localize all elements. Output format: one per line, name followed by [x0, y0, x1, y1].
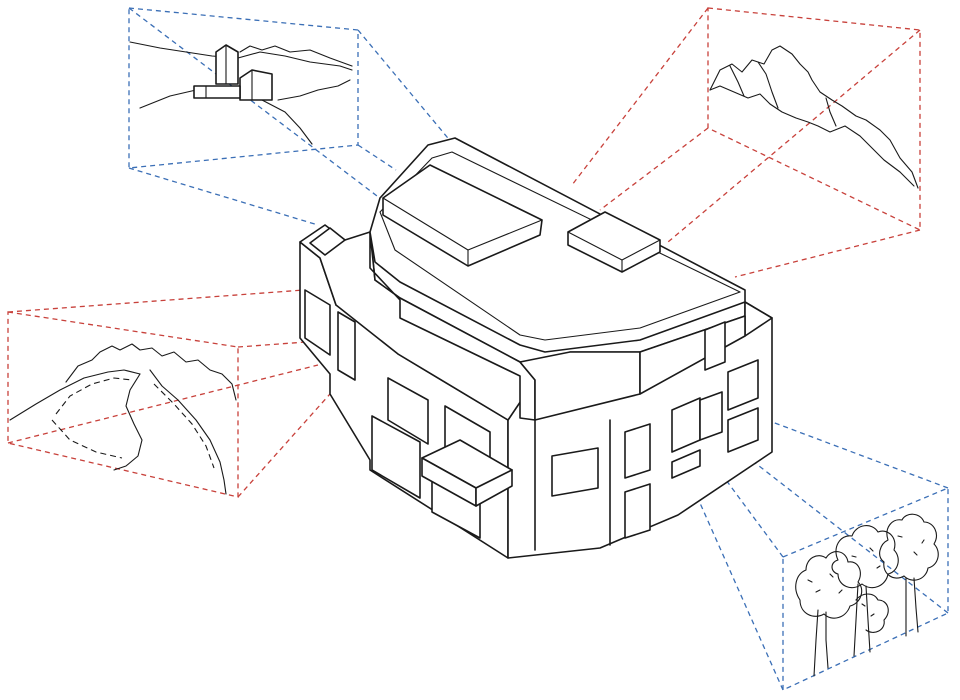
rooftop-box-large — [382, 164, 543, 267]
building-axonometric — [299, 137, 773, 559]
view-cone-mountain — [571, 7, 921, 278]
rooftop-box-small — [567, 211, 661, 273]
valley-road-sketch — [9, 343, 237, 495]
view-cone-castle — [128, 7, 453, 226]
right-face-windows — [551, 321, 759, 539]
view-cone-valley — [7, 289, 339, 498]
castle-on-hill-sketch — [129, 41, 353, 145]
mountain-ridge-sketch — [709, 45, 919, 189]
balcony-cantilever — [421, 439, 513, 507]
upper-mass-left-face — [369, 231, 536, 421]
trees-sketch — [795, 513, 939, 677]
